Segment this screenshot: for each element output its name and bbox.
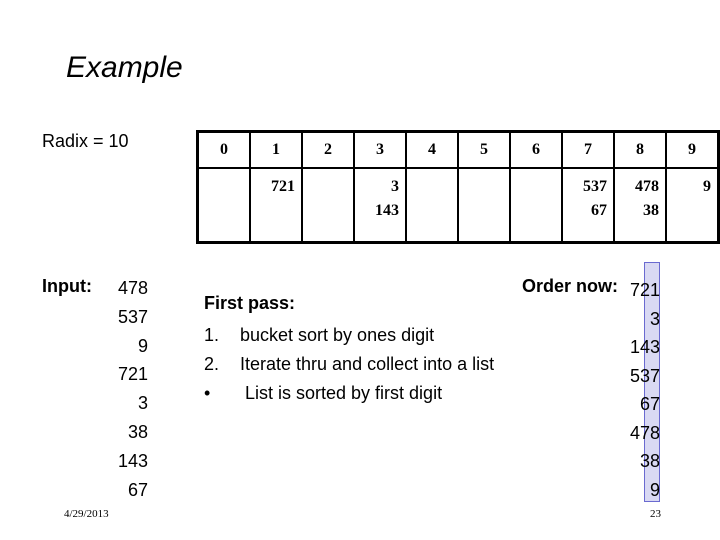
order-value: 537 [629,365,660,386]
bucket-digit-header: 0 [196,130,251,169]
order-list: 721 3 143 537 67 478 38 9 [600,276,660,504]
bucket-cell [457,167,511,244]
bucket-value: 537 [583,178,607,195]
step-text: Iterate thru and collect into a list [240,354,495,374]
order-value: 3 [649,308,660,329]
bucket-digit-header: 7 [561,130,615,169]
bucket-cell: 9 [665,167,720,244]
order-label: Order now: [522,276,619,296]
bucket-value: 3 [391,178,399,195]
input-value: 721 [117,364,148,385]
order-value: 38 [639,451,660,471]
order-value: 478 [629,422,660,443]
step-item: 1. bucket sort by ones digit [204,321,494,350]
bucket-value: 67 [591,202,607,219]
order-value: 9 [649,479,660,500]
input-value: 478 [117,278,148,298]
bucket-value: 143 [375,202,399,219]
input-value: 67 [127,479,148,500]
bucket-digit-header: 3 [353,130,407,169]
bucket-cell [196,167,251,244]
step-item: • List is sorted by first digit [204,379,494,408]
order-highlight-bar [644,262,660,502]
step-marker: • [204,383,211,403]
bucket-value: 9 [703,178,711,195]
first-pass-heading: First pass: [204,293,296,313]
bucket-digit-header: 8 [613,130,667,169]
bucket-digit-header: 4 [405,130,459,169]
footer-page-number: 23 [650,508,661,520]
order-value: 143 [629,337,660,357]
bucket-cell [509,167,563,244]
bucket-cell [405,167,459,244]
bucket-digit-header: 1 [249,130,303,169]
bucket-cell: 721 [249,167,303,244]
order-value: 67 [639,394,660,414]
step-text: List is sorted by first digit [240,383,443,403]
input-value: 537 [117,306,148,327]
footer-date: 4/29/2013 [64,508,109,520]
input-value: 38 [127,421,148,442]
slide-title: Example [66,51,183,84]
step-marker: 2. [204,354,220,374]
input-value: 9 [137,335,148,356]
step-text: bucket sort by ones digit [240,325,435,345]
bucket-digit-header: 9 [665,130,720,169]
input-value: 143 [117,450,148,471]
bucket-value: 38 [643,202,659,219]
input-value: 3 [137,393,148,414]
input-label: Input: [42,276,92,296]
input-list: 478 537 9 721 3 38 143 67 [100,274,148,504]
bucket-digit-header: 5 [457,130,511,169]
bucket-cell [301,167,355,244]
bucket-value: 721 [271,178,295,195]
first-pass-steps: 1. bucket sort by ones digit 2. Iterate thr… [204,321,494,408]
step-item: 2. Iterate thru and collect into a list [204,350,494,379]
bucket-digit-header: 2 [301,130,355,169]
bucket-digit-header: 6 [509,130,563,169]
order-value: 721 [629,280,660,300]
radix-label: Radix = 10 [42,131,129,151]
bucket-value: 478 [635,178,659,195]
step-marker: 1. [204,325,220,345]
